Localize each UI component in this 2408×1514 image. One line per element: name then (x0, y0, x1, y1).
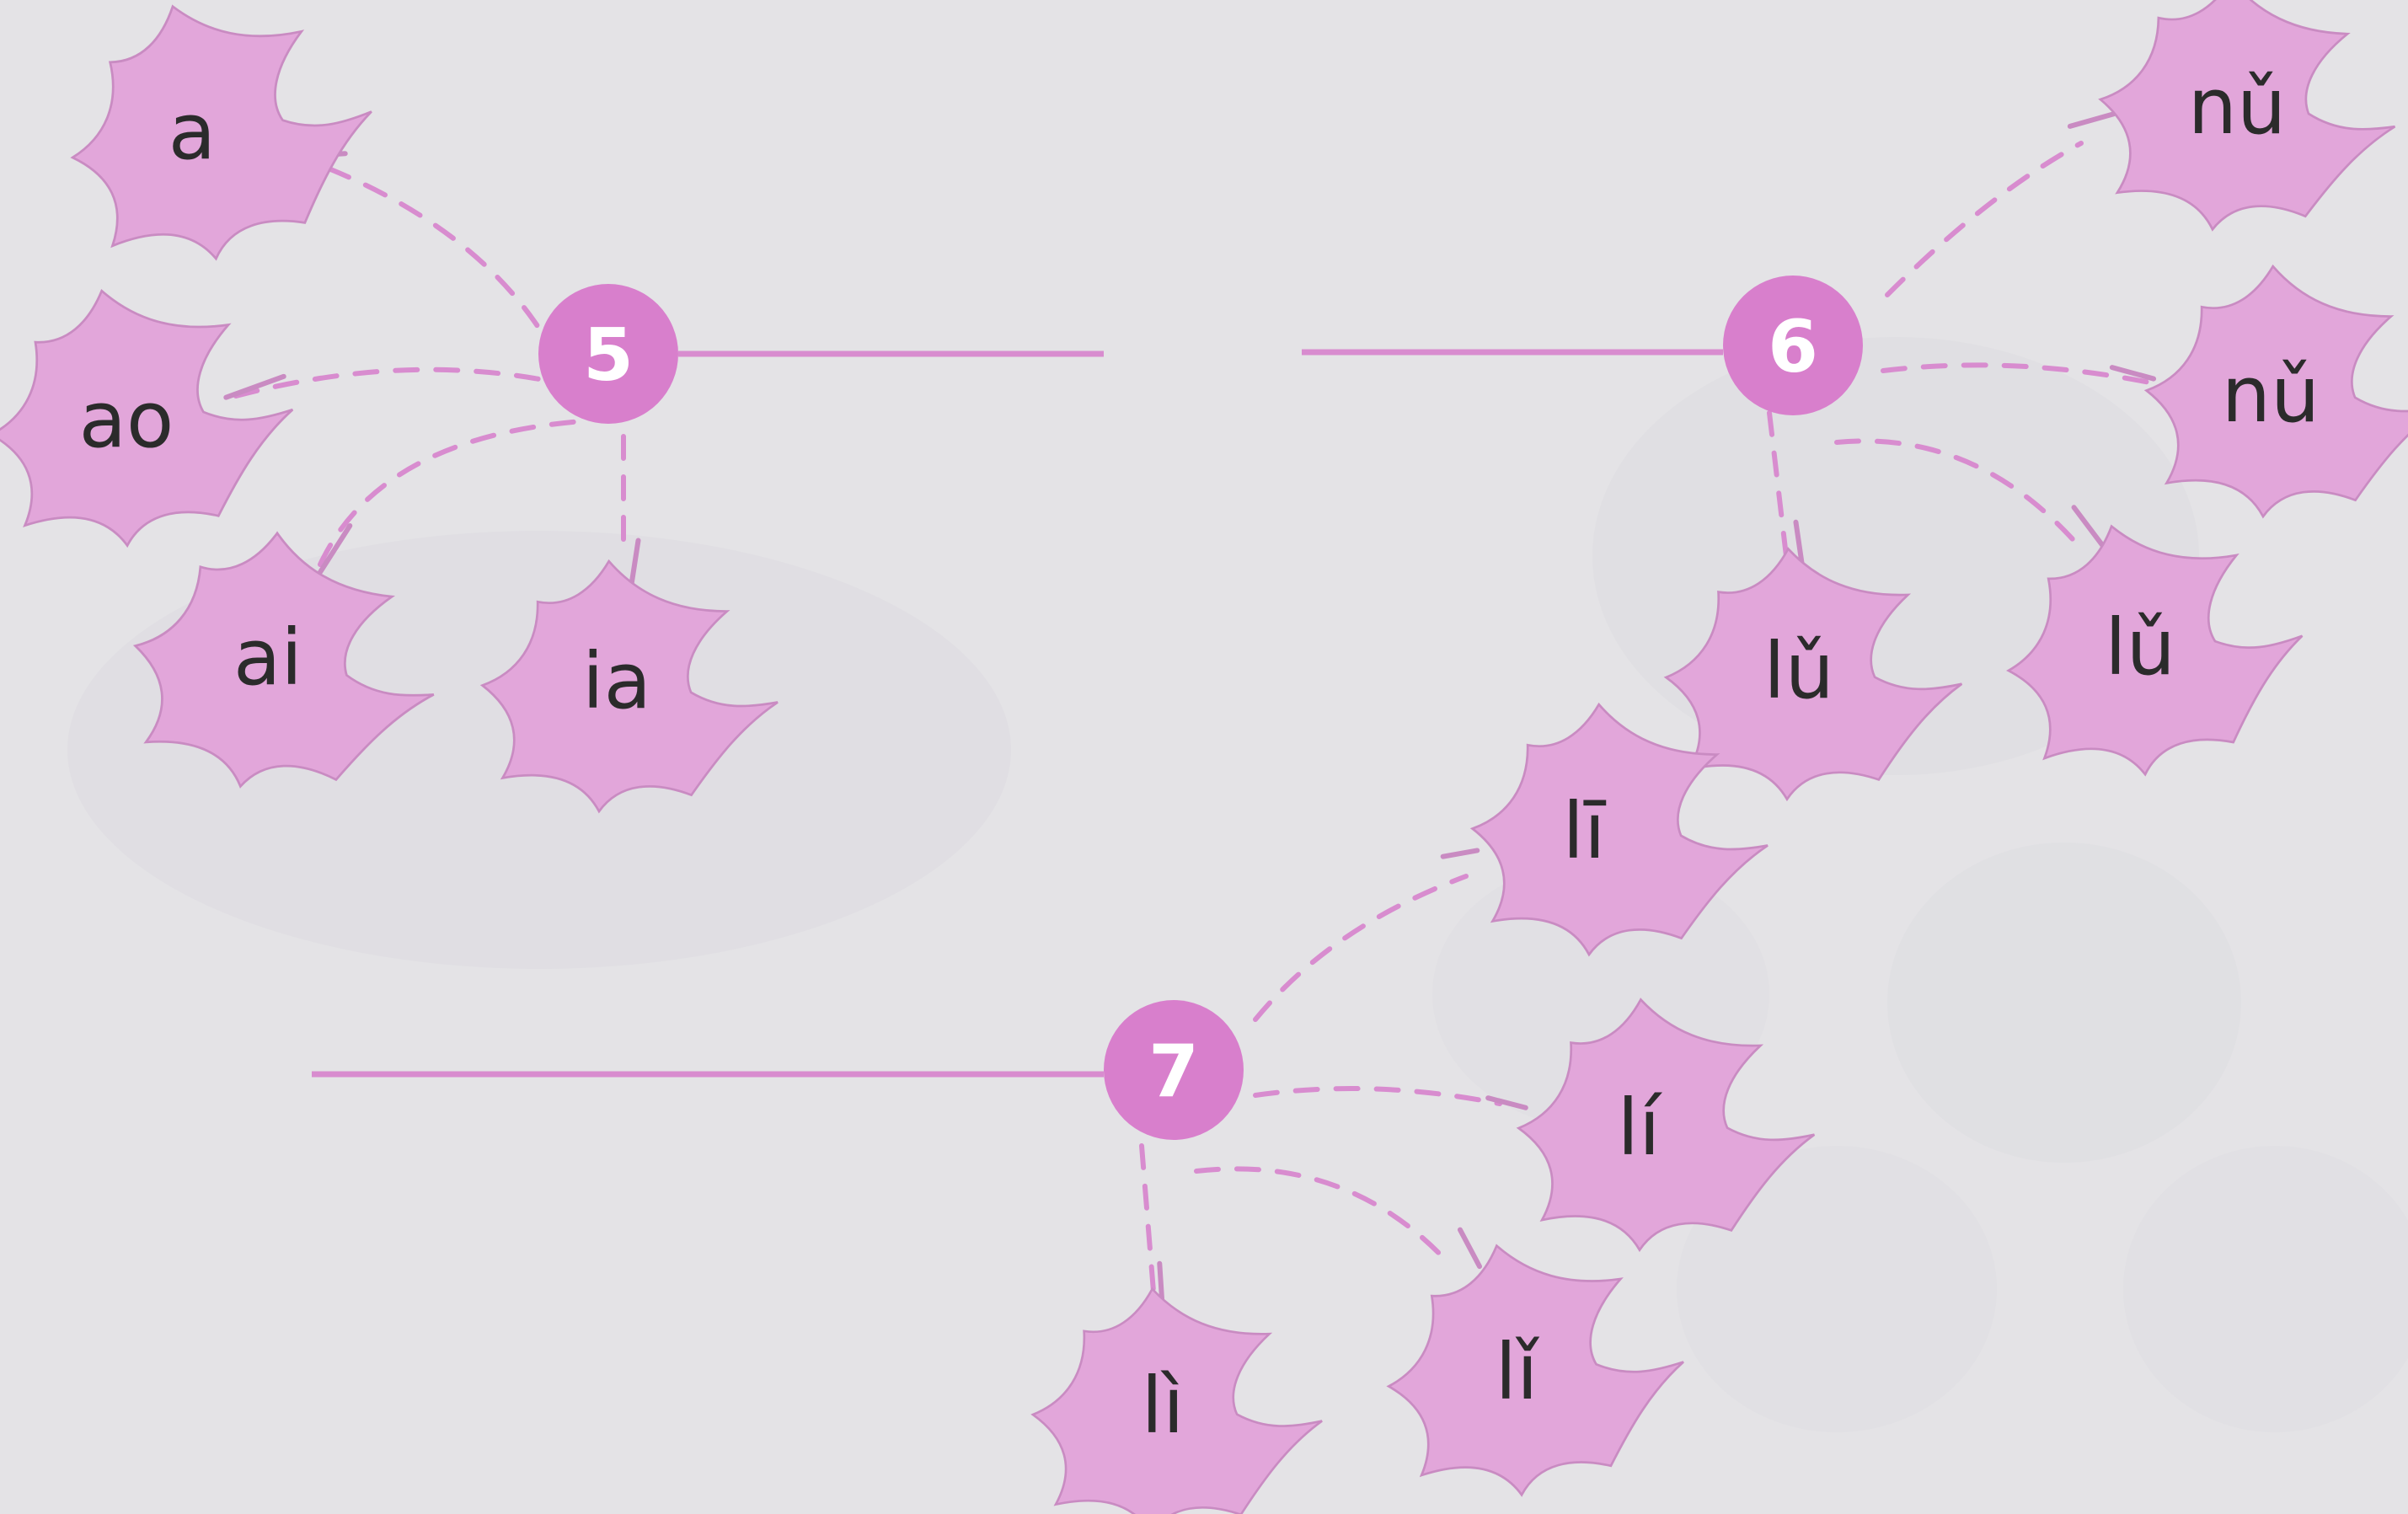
hub-7-group: lī lí lǐ lì 7 (312, 695, 1821, 1514)
hub-5-group: a ao ai ia 5 (0, 0, 1104, 825)
hub-5-number: 5 (583, 313, 634, 398)
background-scenery (67, 337, 2408, 1432)
leaf-li-3 (1378, 1227, 1694, 1505)
leaf-ia (473, 538, 789, 825)
connector-6-nu-right (1881, 362, 2176, 390)
leaf-label-nu-right: nǔ (2222, 350, 2320, 440)
leaf-label-lu-right: lǔ (2105, 602, 2175, 693)
leaf-lu-right (1993, 505, 2316, 789)
leaf-stem (1440, 848, 1480, 859)
leaf-stem (2109, 365, 2157, 382)
leaf-stem (2067, 111, 2116, 129)
leaf-label-li-4: lì (1141, 1361, 1184, 1451)
connector-6-nu-top (1885, 141, 2084, 297)
hub-5-circle (538, 284, 678, 424)
connector-5-ai (318, 419, 584, 567)
hub-6-group: nǔ nǔ lǔ lǔ 6 (1302, 0, 2408, 807)
connector-6-lu-left (1767, 410, 1789, 559)
leaf-label-ia: ia (582, 636, 651, 726)
hub-6-circle (1723, 276, 1863, 415)
leaf-label-li-2: lí (1617, 1083, 1662, 1173)
leaf-label-a: a (169, 87, 216, 177)
connector-7-li-1 (1253, 874, 1469, 1022)
connector-7-li-2 (1253, 1086, 1502, 1106)
hub-6-number: 6 (1768, 305, 1818, 389)
connector-7-li-3 (1194, 1166, 1452, 1266)
leaf-label-ao: ao (79, 375, 174, 465)
leaf-stem (1457, 1227, 1483, 1270)
leaf-label-lu-left: lǔ (1763, 626, 1834, 716)
leaf-li-2 (1485, 994, 1821, 1258)
connector-6-lu-right (1834, 438, 2075, 542)
leaf-stem (223, 373, 286, 400)
hub-7-circle (1104, 1000, 1244, 1140)
leaf-label-ai: ai (233, 613, 302, 703)
leaf-lu-left (1661, 519, 1968, 807)
connector-5-a (326, 166, 542, 331)
leaf-label-nu-top: nǔ (2188, 62, 2287, 152)
connector-7-li-4 (1139, 1143, 1157, 1304)
leaf-a (52, 0, 390, 278)
hub-7-number: 7 (1148, 1030, 1199, 1114)
leaf-nu-right (2109, 257, 2408, 530)
leaf-ao (0, 276, 302, 556)
leaf-stem (318, 523, 353, 575)
leaf-ai (113, 511, 458, 818)
leaf-stem (1485, 1095, 1528, 1110)
leaf-stem (2071, 505, 2106, 549)
leaf-label-li-3: lǐ (1495, 1327, 1540, 1417)
leaf-nu-top (2067, 0, 2408, 249)
leaf-li-4 (1027, 1260, 1328, 1514)
leaf-li-1 (1440, 695, 1779, 968)
connector-5-ao (233, 366, 542, 399)
leaf-label-li-1: lī (1562, 786, 1607, 876)
